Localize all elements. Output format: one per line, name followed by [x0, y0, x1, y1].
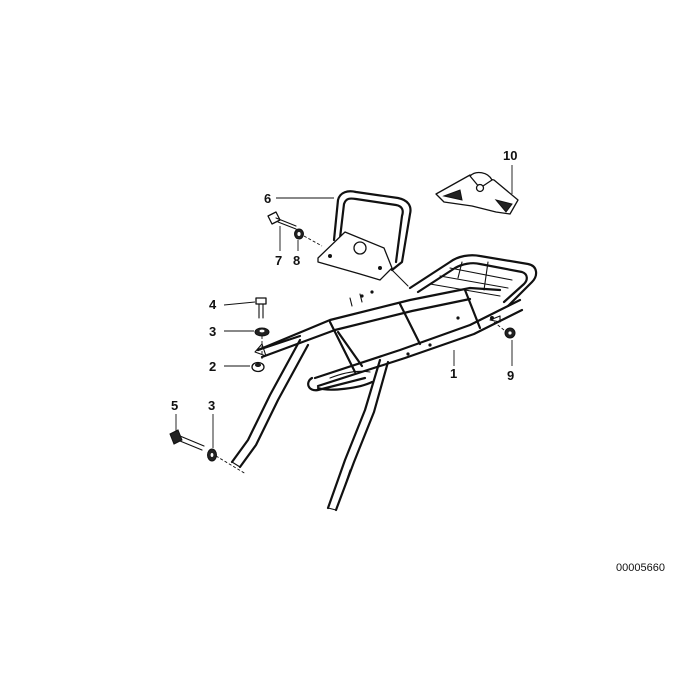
callout-3-lower: 3 — [208, 398, 215, 413]
assembly-lines — [215, 235, 505, 475]
bolt-7 — [267, 211, 297, 230]
washer-3-upper — [254, 327, 270, 337]
callout-10: 10 — [503, 148, 517, 163]
grab-handle — [317, 190, 412, 287]
rear-frame — [230, 254, 538, 512]
nut-8 — [294, 228, 304, 240]
leader-lines — [175, 165, 513, 448]
bolt-5 — [169, 429, 205, 451]
callout-1: 1 — [450, 366, 457, 381]
bolt-4 — [255, 297, 267, 319]
reference-number: 00005660 — [616, 562, 665, 574]
nut-9 — [504, 327, 516, 339]
washer-3-lower — [207, 448, 217, 462]
nut-2 — [251, 361, 265, 373]
callout-5: 5 — [171, 398, 178, 413]
callout-8: 8 — [293, 253, 300, 268]
callout-3-upper: 3 — [209, 324, 216, 339]
callout-labels: 1 2 3 3 4 5 6 7 8 9 10 — [171, 148, 517, 413]
callout-4: 4 — [209, 297, 217, 312]
callout-2: 2 — [209, 359, 216, 374]
callout-7: 7 — [275, 253, 282, 268]
callout-6: 6 — [264, 191, 271, 206]
carrier-plate — [435, 171, 519, 215]
callout-9: 9 — [507, 368, 514, 383]
